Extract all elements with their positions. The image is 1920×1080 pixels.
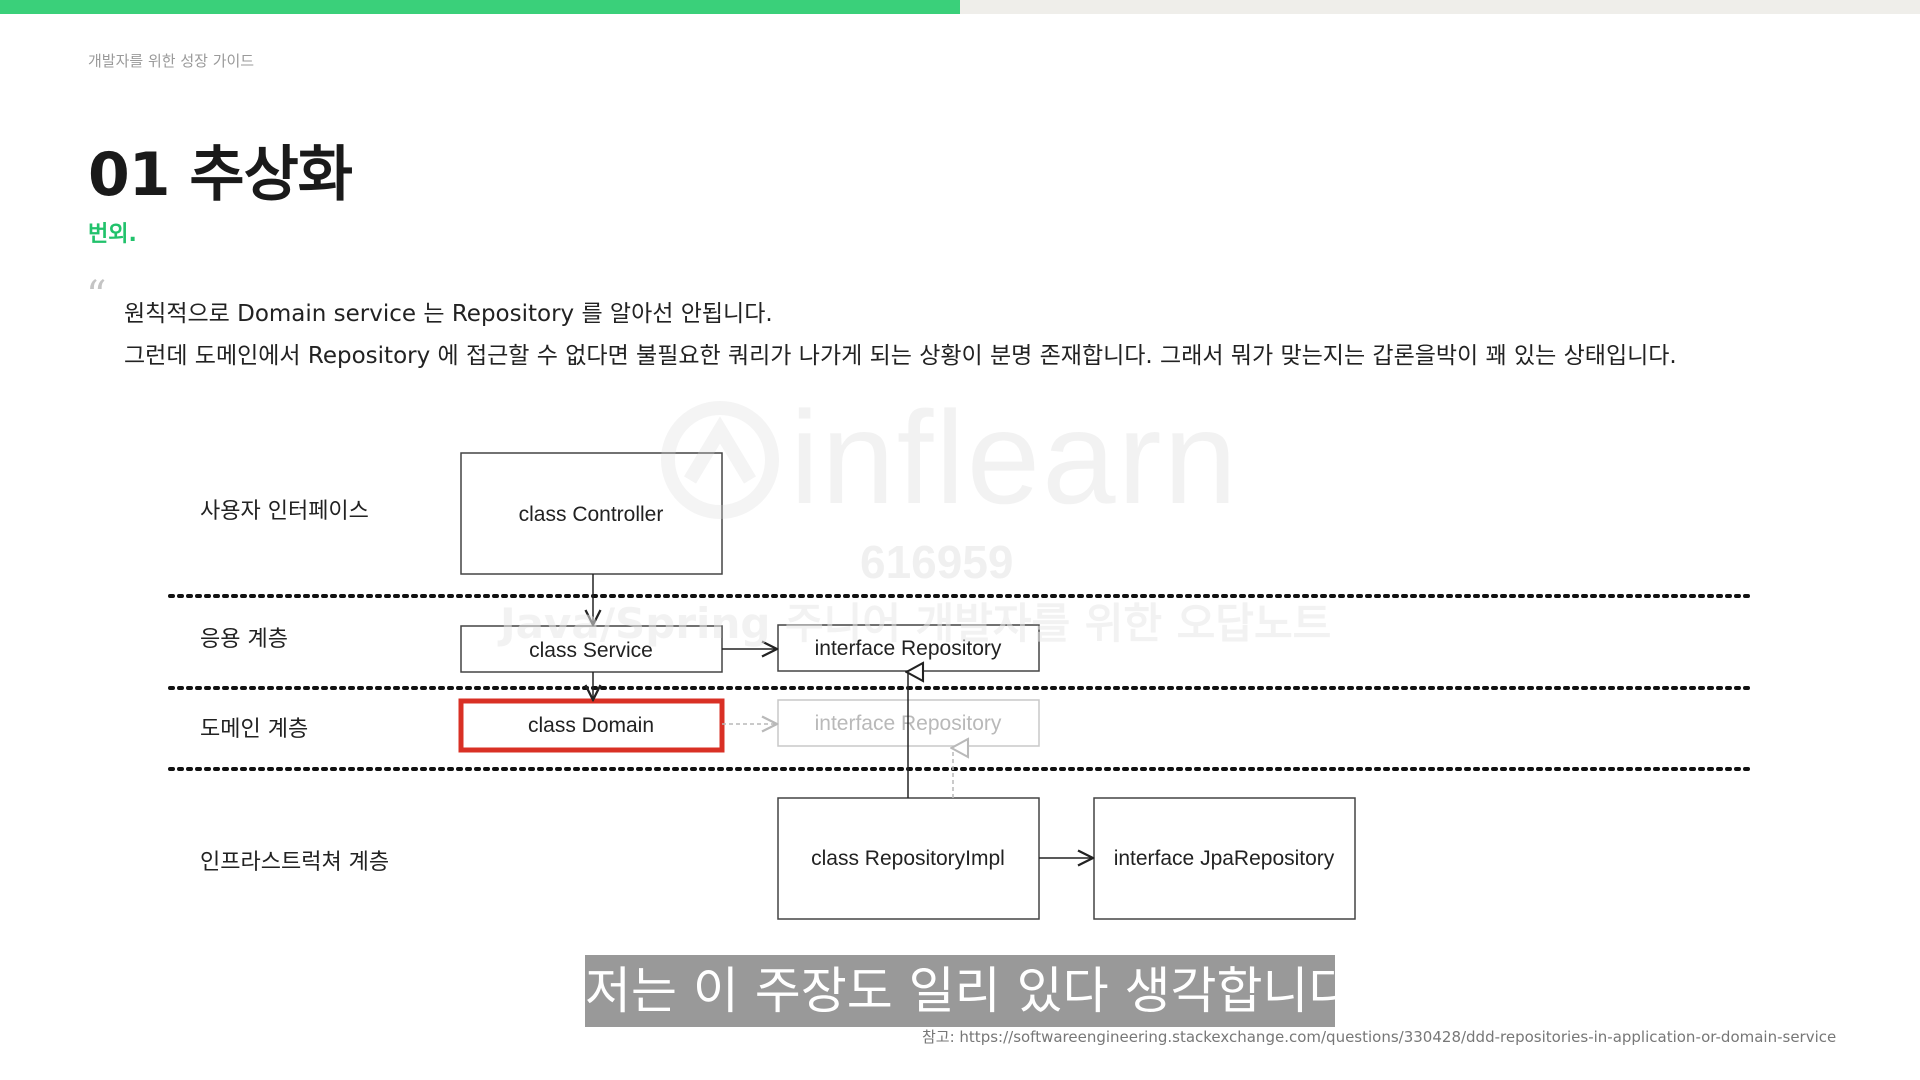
repository-impl-box	[777, 797, 1040, 920]
inflearn-logo-icon	[661, 401, 779, 519]
repository-impl-label: class RepositoryImpl	[811, 847, 1005, 870]
domain-box-highlighted	[458, 698, 725, 753]
layer-label-application: 응용 계층	[200, 627, 288, 652]
watermark-user-id: 616959	[860, 536, 1014, 588]
repository-app-label: interface Repository	[815, 637, 1002, 660]
progress-fill	[0, 0, 960, 14]
service-box	[460, 625, 723, 673]
domain-label: class Domain	[528, 714, 654, 737]
progress-track	[0, 0, 1920, 14]
layer-label-domain: 도메인 계층	[200, 717, 308, 742]
service-label: class Service	[529, 639, 653, 662]
quote-line-2: 그런데 도메인에서 Repository 에 접근할 수 없다면 불필요한 쿼리…	[124, 343, 1677, 369]
controller-label: class Controller	[519, 503, 664, 526]
jpa-repository-box	[1093, 797, 1356, 920]
reference-link: 참고: https://softwareengineering.stackexc…	[922, 1028, 1837, 1046]
watermark-logo-text: inflearn	[790, 384, 1239, 531]
deck-kicker: 개발자를 위한 성장 가이드	[88, 52, 255, 70]
layer-label-infrastructure: 인프라스트럭쳐 계층	[200, 850, 389, 875]
slide-title: 01 추상화	[88, 140, 353, 210]
slide-subtitle: 번외.	[88, 222, 137, 247]
jpa-repository-label: interface JpaRepository	[1114, 847, 1335, 870]
video-subtitle-caption: 저는 이 주장도 일리 있다 생각합니다	[585, 955, 1354, 1027]
watermark-course-title: Java/Spring 주니어 개발자를 위한 오답노트	[500, 599, 1332, 648]
controller-box	[460, 452, 723, 575]
quote-line-1: 원칙적으로 Domain service 는 Repository 를 알아선 …	[124, 301, 773, 327]
quote-mark-icon: “	[86, 273, 107, 319]
layer-label-ui: 사용자 인터페이스	[200, 499, 369, 524]
